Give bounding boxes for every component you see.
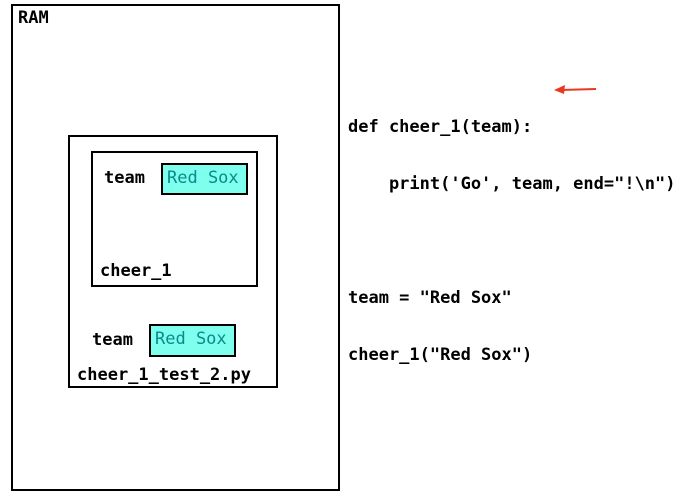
ram-label: RAM — [18, 8, 49, 28]
code-line — [348, 232, 676, 251]
module-frame-box — [68, 135, 278, 388]
current-line-arrow-icon — [554, 85, 597, 94]
code-line: cheer_1("Red Sox") — [348, 345, 533, 365]
module-variable-name: team — [92, 330, 133, 350]
module-frame-label: cheer_1_test_2.py — [77, 365, 251, 385]
ram-box — [11, 4, 340, 491]
function-frame-box — [91, 151, 258, 287]
function-frame-label: cheer_1 — [100, 261, 172, 281]
function-variable-name: team — [104, 168, 145, 188]
code-line: print('Go', team, end="!\n") — [348, 174, 676, 194]
code-listing: def cheer_1(team): print('Go', team, end… — [348, 80, 676, 384]
code-line: team = "Red Sox" — [348, 288, 512, 308]
module-variable-value: Red Sox — [155, 329, 227, 349]
code-line: def cheer_1(team): — [348, 117, 533, 137]
module-variable-value-box: Red Sox — [149, 324, 236, 357]
function-variable-value-box: Red Sox — [161, 163, 248, 195]
function-variable-value: Red Sox — [167, 168, 239, 188]
